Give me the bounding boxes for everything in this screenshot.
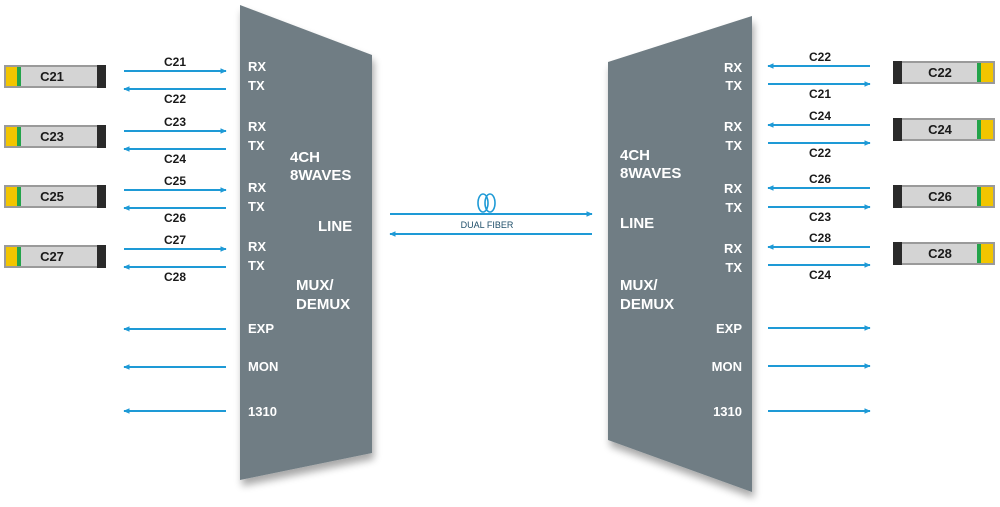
left-tx-label-2: TX bbox=[248, 138, 265, 153]
dual-fiber-label: DUAL FIBER bbox=[461, 220, 514, 230]
right-sfp-module-3: C26 bbox=[893, 185, 995, 208]
fiber-coil-icon bbox=[477, 193, 496, 213]
right-rx-label-3: RX bbox=[724, 181, 742, 196]
right-wavelength-labels: C22 C21 C24 C22 C26 C23 C28 C24 bbox=[809, 50, 831, 282]
right-title-line1: 4CH bbox=[620, 147, 650, 164]
left-title-line1: 4CH bbox=[290, 149, 320, 166]
right-tx-label-1: TX bbox=[725, 78, 742, 93]
left-tx-wave-3: C26 bbox=[164, 211, 186, 225]
left-1310-label: 1310 bbox=[248, 404, 277, 419]
right-tx-wave-1: C21 bbox=[809, 87, 831, 101]
left-rx-label-2: RX bbox=[248, 119, 266, 134]
left-tx-label-1: TX bbox=[248, 78, 265, 93]
left-rx-wave-3: C25 bbox=[164, 174, 186, 188]
left-sfp-label-4: C27 bbox=[40, 249, 64, 264]
right-exp-label: EXP bbox=[716, 321, 742, 336]
left-sfp-module-2: C23 bbox=[4, 125, 106, 148]
right-rx-wave-1: C22 bbox=[809, 50, 831, 64]
right-rx-label-1: RX bbox=[724, 60, 742, 75]
left-sfp-label-2: C23 bbox=[40, 129, 64, 144]
left-sfp-module-3: C25 bbox=[4, 185, 106, 208]
left-sfp-module-4: C27 bbox=[4, 245, 106, 268]
right-sfp-module-2: C24 bbox=[893, 118, 995, 141]
left-tx-label-3: TX bbox=[248, 199, 265, 214]
left-exp-label: EXP bbox=[248, 321, 274, 336]
right-sfp-modules: C22 C24 C26 C28 bbox=[893, 61, 995, 265]
left-title-line2: 8WAVES bbox=[290, 167, 351, 184]
right-sfp-module-4: C28 bbox=[893, 242, 995, 265]
left-sfp-label-3: C25 bbox=[40, 189, 64, 204]
left-tx-wave-2: C24 bbox=[164, 152, 186, 166]
right-mux-panel bbox=[608, 16, 752, 492]
left-mux-line2: DEMUX bbox=[296, 296, 350, 313]
right-rx-label-4: RX bbox=[724, 241, 742, 256]
right-tx-wave-2: C22 bbox=[809, 146, 831, 160]
right-port-arrows bbox=[767, 63, 871, 414]
right-rx-wave-2: C24 bbox=[809, 109, 831, 123]
left-rx-label-4: RX bbox=[248, 239, 266, 254]
right-sfp-label-1: C22 bbox=[928, 65, 952, 80]
left-mux-line1: MUX/ bbox=[296, 277, 334, 294]
left-sfp-module-1: C21 bbox=[4, 65, 106, 88]
left-mux-panel bbox=[240, 5, 372, 480]
right-line-label: LINE bbox=[620, 215, 654, 232]
right-tx-label-2: TX bbox=[725, 138, 742, 153]
right-rx-label-2: RX bbox=[724, 119, 742, 134]
right-rx-wave-3: C26 bbox=[809, 172, 831, 186]
right-panel-labels: RX TX RX TX RX TX RX TX 4CH 8WAVES LINE … bbox=[620, 60, 742, 419]
left-tx-wave-1: C22 bbox=[164, 92, 186, 106]
left-rx-label-1: RX bbox=[248, 59, 266, 74]
left-rx-wave-1: C21 bbox=[164, 55, 186, 69]
right-tx-label-3: TX bbox=[725, 200, 742, 215]
right-mux-line2: DEMUX bbox=[620, 296, 674, 313]
right-tx-wave-3: C23 bbox=[809, 210, 831, 224]
left-tx-label-4: TX bbox=[248, 258, 265, 273]
left-panel-labels: RX TX RX TX RX TX RX TX 4CH 8WAVES LINE … bbox=[248, 59, 352, 419]
left-sfp-label-1: C21 bbox=[40, 69, 64, 84]
right-tx-label-4: TX bbox=[725, 260, 742, 275]
left-wavelength-labels: C21 C22 C23 C24 C25 C26 C27 C28 bbox=[164, 55, 186, 284]
right-sfp-label-4: C28 bbox=[928, 246, 952, 261]
right-sfp-label-2: C24 bbox=[928, 122, 953, 137]
left-line-label: LINE bbox=[318, 218, 352, 235]
left-tx-wave-4: C28 bbox=[164, 270, 186, 284]
right-rx-wave-4: C28 bbox=[809, 231, 831, 245]
left-port-arrows bbox=[123, 68, 227, 414]
left-rx-wave-4: C27 bbox=[164, 233, 186, 247]
left-rx-wave-2: C23 bbox=[164, 115, 186, 129]
right-mux-line1: MUX/ bbox=[620, 277, 658, 294]
right-mon-label: MON bbox=[712, 359, 742, 374]
left-rx-label-3: RX bbox=[248, 180, 266, 195]
left-sfp-modules: C21 C23 C25 C27 bbox=[4, 65, 106, 268]
right-sfp-label-3: C26 bbox=[928, 189, 952, 204]
right-sfp-module-1: C22 bbox=[893, 61, 995, 84]
right-title-line2: 8WAVES bbox=[620, 165, 681, 182]
dual-fiber-link: DUAL FIBER bbox=[389, 193, 593, 237]
right-1310-label: 1310 bbox=[713, 404, 742, 419]
right-tx-wave-4: C24 bbox=[809, 268, 831, 282]
left-mon-label: MON bbox=[248, 359, 278, 374]
